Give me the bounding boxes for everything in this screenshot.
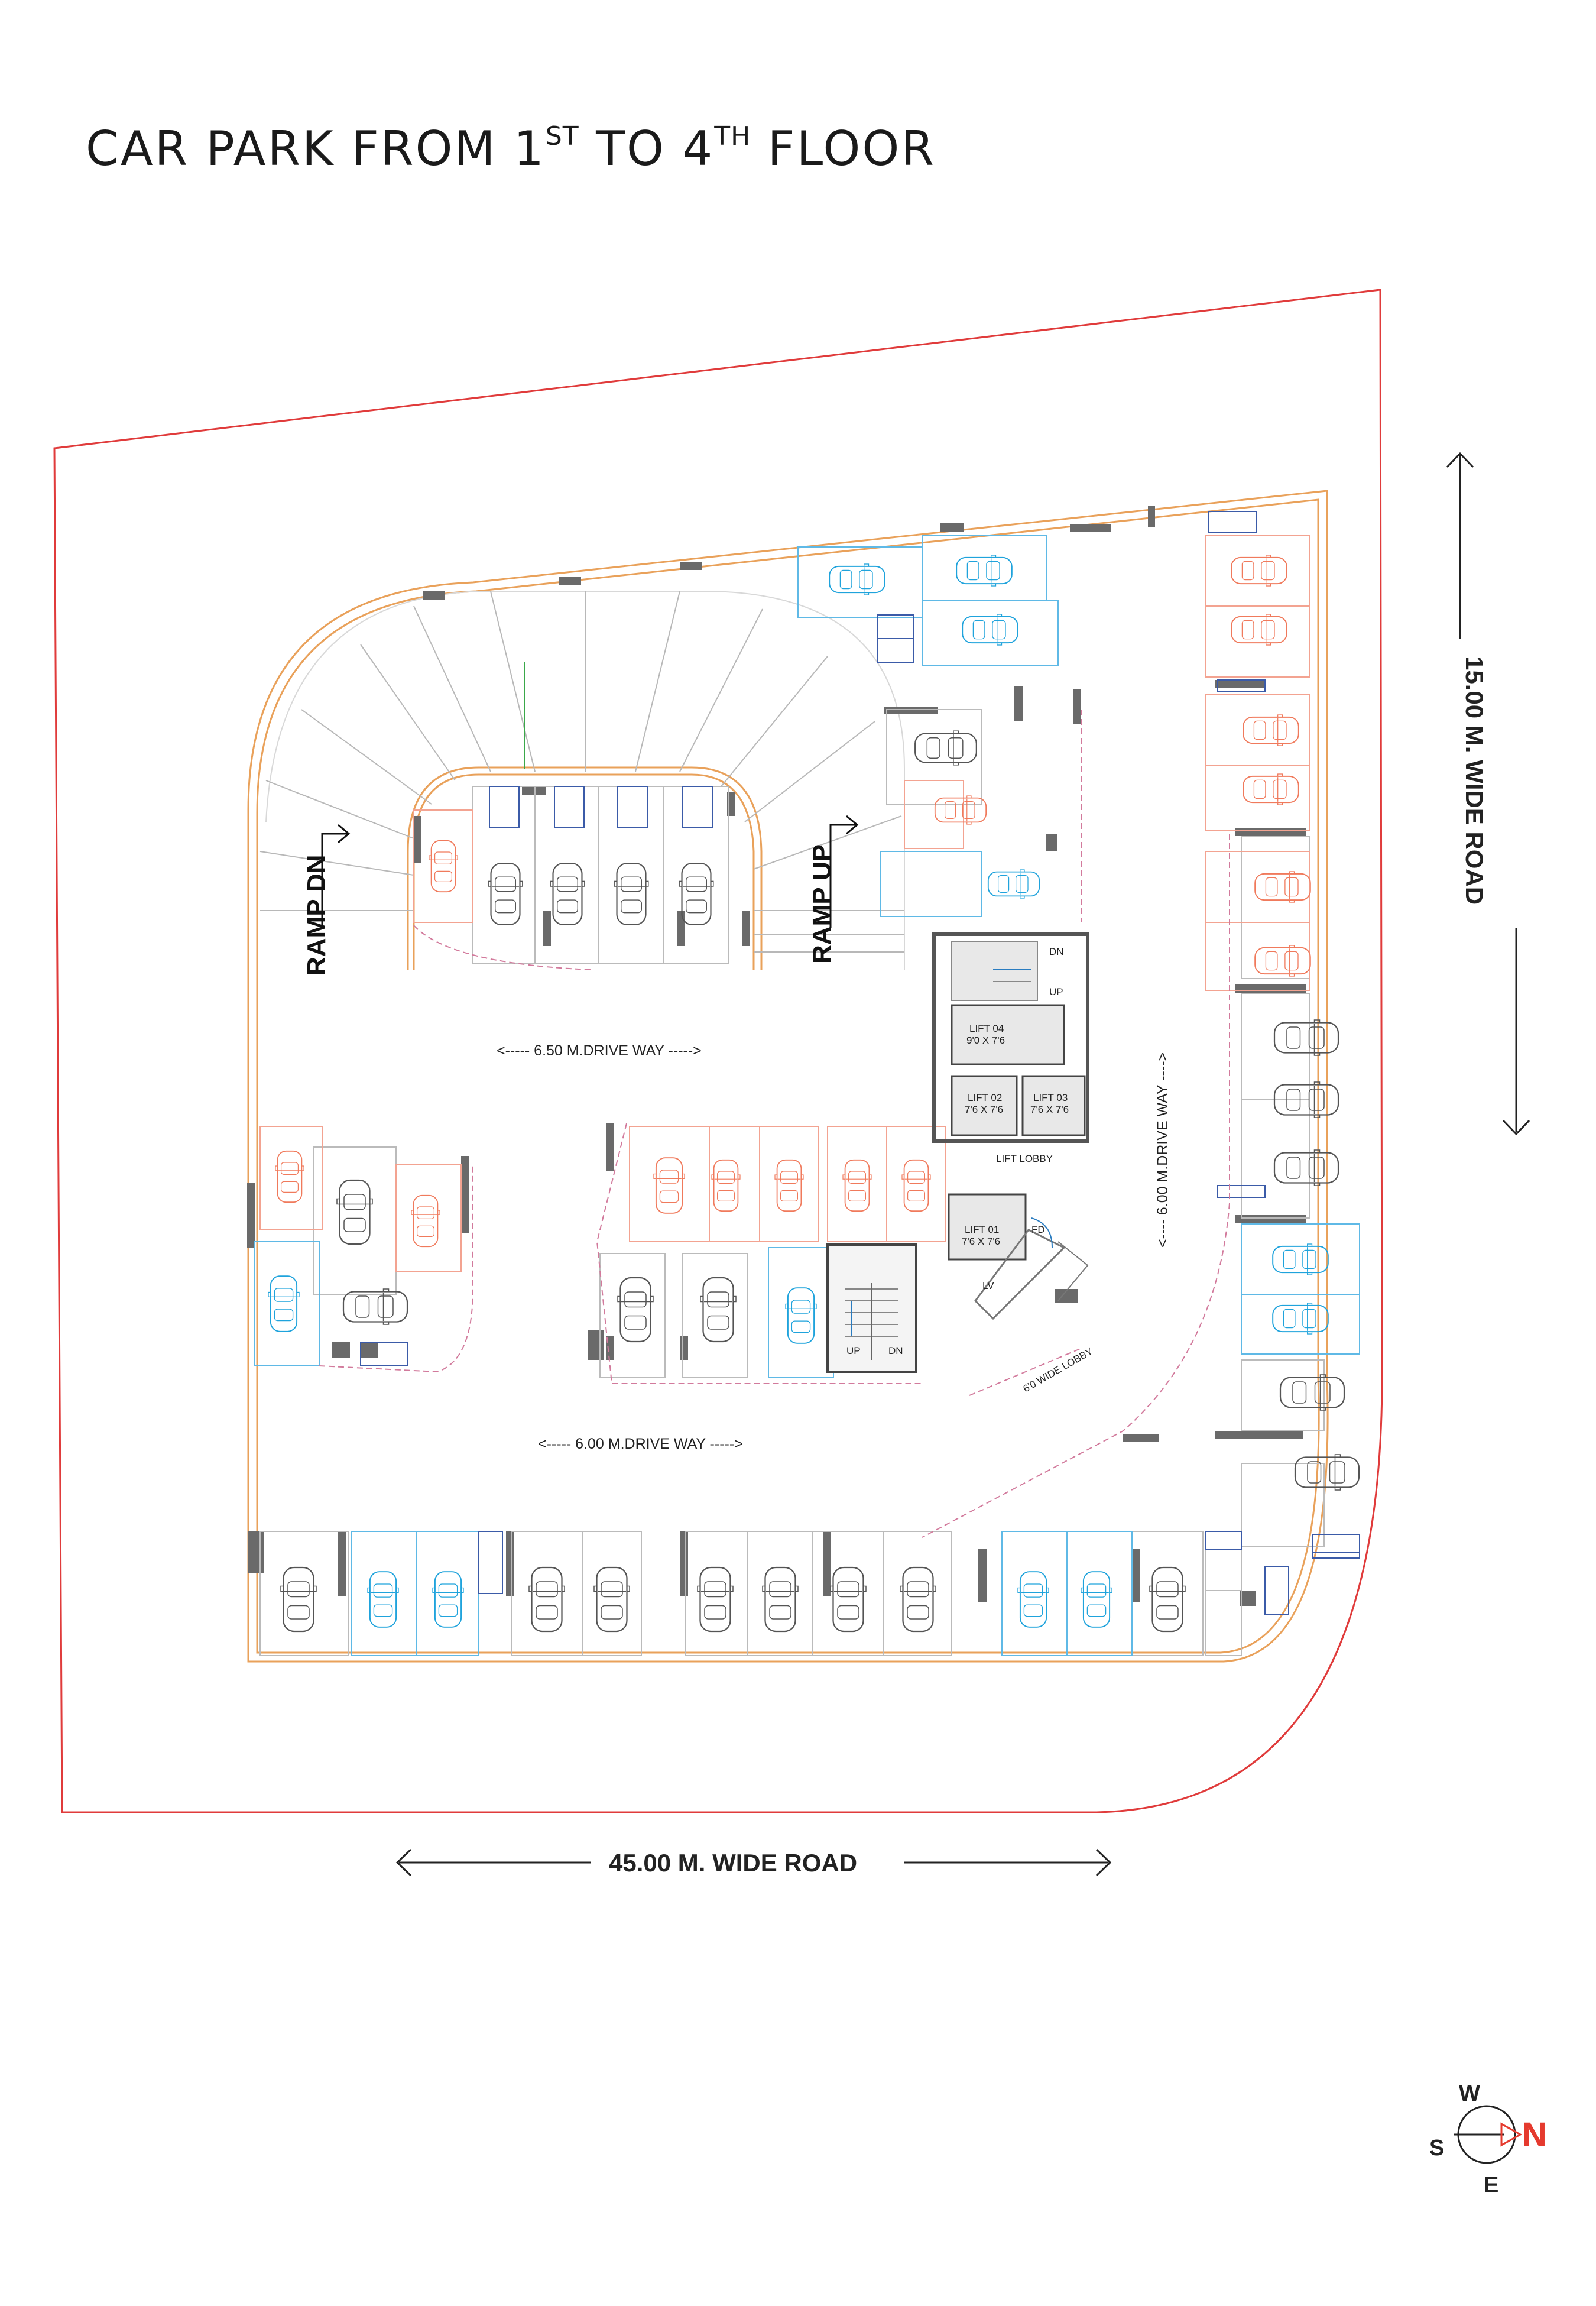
car <box>785 1287 817 1344</box>
stair-bottom-dn: DN <box>888 1345 903 1356</box>
car <box>1279 1374 1345 1411</box>
compass-w: W <box>1459 2081 1480 2106</box>
car <box>1017 1571 1049 1628</box>
car <box>1149 1566 1186 1633</box>
parking-bays <box>254 535 1360 1656</box>
car <box>1243 714 1299 746</box>
car <box>829 1566 867 1633</box>
stair-bottom-up: UP <box>846 1345 861 1356</box>
lift-04-label: LIFT 04 <box>969 1023 1004 1034</box>
ramp-arrows <box>321 815 859 928</box>
compass-e: E <box>1484 2173 1498 2198</box>
road-15m-label: 15.00 M. WIDE ROAD <box>1461 656 1488 905</box>
car <box>699 1277 737 1343</box>
lv-label: LV <box>982 1280 994 1291</box>
driveway-edges <box>319 710 1230 1538</box>
lift-03-label: LIFT 03 <box>1033 1092 1068 1103</box>
car <box>987 869 1040 899</box>
car <box>1081 1571 1112 1628</box>
car <box>696 1566 734 1633</box>
car <box>829 563 885 595</box>
car <box>1272 1303 1329 1335</box>
walls <box>247 506 1306 1606</box>
car <box>268 1275 300 1332</box>
car <box>550 863 585 925</box>
car <box>429 840 458 893</box>
car <box>1273 1149 1339 1187</box>
compass: W S E N <box>1429 2081 1547 2198</box>
page-title: CAR PARK FROM 1ST TO 4TH FLOOR <box>86 121 936 176</box>
car <box>842 1159 872 1212</box>
road-15m: 15.00 M. WIDE ROAD <box>1446 452 1530 1136</box>
driveway-label-600: <----- 6.00 M.DRIVE WAY -----> <box>538 1436 743 1452</box>
car <box>956 555 1013 587</box>
ramp-up-label: RAMP UP <box>807 844 836 964</box>
car <box>275 1150 304 1203</box>
driveway-label-600-vertical: <---- 6.00 M.DRIVE WAY ----> <box>1154 1052 1171 1248</box>
driveway-label-650: <----- 6.50 M.DRIVE WAY -----> <box>497 1042 702 1059</box>
ramp-dn-label: RAMP DN <box>302 854 331 976</box>
lift-01-label: LIFT 01 <box>965 1224 999 1235</box>
car <box>367 1571 399 1628</box>
car <box>774 1159 804 1212</box>
lift-01-size: 7'6 X 7'6 <box>962 1236 1000 1247</box>
wide-lobby-label: 6'0 WIDE LOBBY <box>1021 1346 1095 1395</box>
compass-s: S <box>1429 2136 1444 2161</box>
car <box>711 1159 741 1212</box>
fd-label: FD <box>1031 1224 1045 1235</box>
car <box>336 1179 374 1245</box>
compass-n: N <box>1522 2116 1547 2154</box>
car <box>488 863 523 925</box>
lift-02-size: 7'6 X 7'6 <box>965 1104 1003 1115</box>
car <box>1273 1019 1339 1057</box>
car <box>1272 1243 1329 1275</box>
lift-02-label: LIFT 02 <box>968 1092 1002 1103</box>
car <box>1243 773 1299 805</box>
car <box>899 1566 937 1633</box>
car <box>914 730 977 766</box>
stair-top-dn: DN <box>1049 946 1064 957</box>
car <box>614 863 649 925</box>
car <box>593 1566 631 1633</box>
car <box>962 614 1018 646</box>
car <box>653 1157 685 1214</box>
car <box>901 1159 931 1212</box>
car <box>1231 555 1287 587</box>
site-boundary <box>53 289 1383 1813</box>
car <box>1231 614 1287 646</box>
car <box>528 1566 566 1633</box>
car <box>1254 871 1311 903</box>
building-core <box>826 932 1089 1373</box>
car <box>761 1566 799 1633</box>
car <box>432 1571 464 1628</box>
stair-top-up: UP <box>1049 986 1063 997</box>
road-45m-label: 45.00 M. WIDE ROAD <box>609 1849 857 1877</box>
building-outline <box>247 490 1329 1663</box>
road-45m: 45.00 M. WIDE ROAD <box>395 1848 1112 1877</box>
ramp-bays-top <box>360 511 1360 1615</box>
lift-lobby-label: LIFT LOBBY <box>996 1153 1053 1164</box>
lift-04-size: 9'0 X 7'6 <box>966 1035 1005 1046</box>
lift-03-size: 7'6 X 7'6 <box>1030 1104 1069 1115</box>
car <box>617 1277 654 1343</box>
car <box>934 795 987 825</box>
car <box>1254 945 1311 977</box>
car <box>280 1566 317 1633</box>
car <box>411 1194 440 1248</box>
ramp-radials <box>259 591 904 953</box>
